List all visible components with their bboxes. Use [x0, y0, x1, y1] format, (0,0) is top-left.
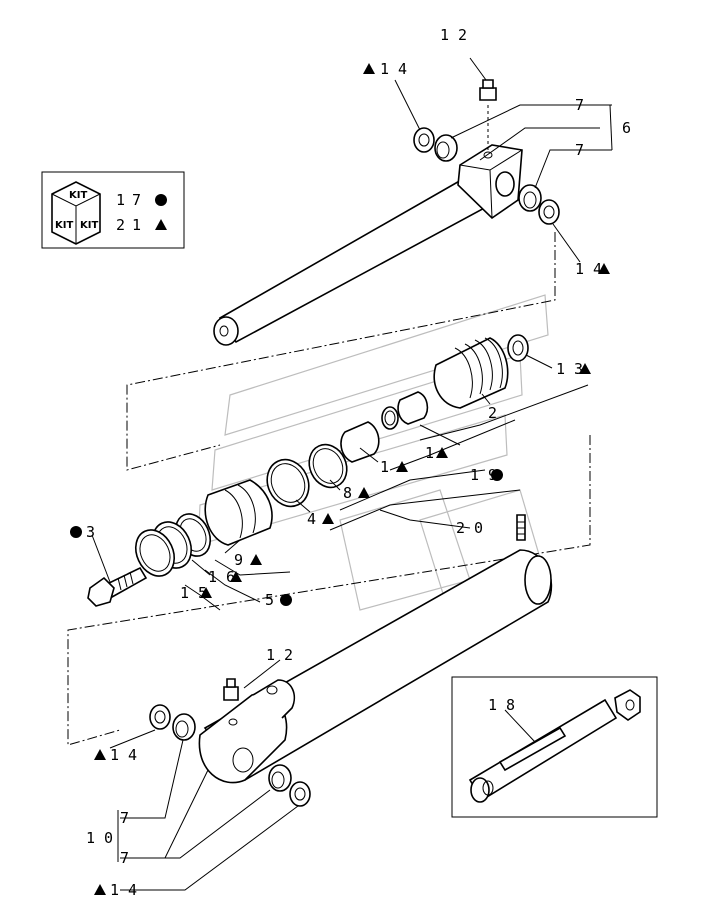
cylinder-barrel	[198, 549, 553, 784]
callout-7-lower-b: 7	[120, 849, 129, 867]
bolt	[87, 566, 148, 607]
kit-row2-symbol: 1	[132, 216, 141, 234]
cylinder-head	[340, 334, 529, 463]
kit-row1-dot-icon	[155, 194, 167, 206]
triangle-marker-icon	[94, 884, 106, 895]
callout-12-bottom: 1 2	[266, 646, 293, 664]
assembly-boundary-lines	[67, 232, 591, 746]
grease-fitting-top	[479, 79, 497, 101]
seal-rings	[266, 443, 348, 508]
callout-7-upper-b: 7	[575, 141, 584, 159]
callout-13: 1 3	[556, 360, 583, 378]
dot-marker-icon	[70, 526, 82, 538]
callout-14-right: 1 4	[575, 260, 602, 278]
callout-2: 2	[488, 404, 497, 422]
piston	[134, 479, 273, 577]
callout-10: 1 0	[86, 829, 113, 847]
callout-3: 3	[86, 523, 95, 541]
callout-12-top: 1 2	[440, 26, 467, 44]
triangle-marker-icon	[396, 461, 408, 472]
kit-label-top: KIT	[69, 190, 87, 201]
kit-label-left: KIT	[55, 220, 73, 231]
kit-row1-number: 1	[116, 191, 125, 209]
complete-cylinder-inset	[451, 676, 658, 818]
callout-1-b: 1	[380, 458, 389, 476]
callout-7-upper-a: 7	[575, 96, 584, 114]
callout-18: 1 8	[488, 696, 515, 714]
callout-6: 6	[622, 119, 631, 137]
callout-8: 8	[343, 484, 352, 502]
dot-marker-icon	[491, 469, 503, 481]
callout-4: 4	[307, 510, 316, 528]
callout-20: 2 0	[456, 519, 483, 537]
leader-lines	[91, 57, 613, 891]
callout-1-a: 1	[425, 444, 434, 462]
triangle-marker-icon	[250, 554, 262, 565]
piston-rod	[213, 105, 523, 346]
grease-fitting-20	[516, 514, 526, 541]
callout-14-left: 1 4	[110, 746, 137, 764]
callout-9: 9	[234, 551, 243, 569]
kit-row1-symbol: 7	[132, 191, 141, 209]
callout-19: 1 9	[470, 466, 497, 484]
callout-14-top: 1 4	[380, 60, 407, 78]
dot-marker-icon	[280, 594, 292, 606]
callout-5: 5	[265, 591, 274, 609]
triangle-marker-icon	[94, 749, 106, 760]
kit-row2-triangle-icon	[155, 219, 167, 230]
kit-label-right: KIT	[80, 220, 98, 231]
callout-14-bottom: 1 4	[110, 881, 137, 899]
kit-legend: KIT KIT KIT 1 7 2 1	[41, 171, 185, 249]
triangle-marker-icon	[322, 513, 334, 524]
part-callouts: 1 2 1 4 7 6 7 1 4 1 3 2 1 1 1 9 8 4 2 0 …	[70, 26, 631, 899]
barrel-eye-bushings	[149, 704, 311, 807]
triangle-marker-icon	[358, 487, 370, 498]
callout-7-lower-a: 7	[120, 809, 129, 827]
rod-eye-bushings	[413, 127, 560, 225]
callout-16: 1 6	[208, 568, 235, 586]
kit-row2-number: 2	[116, 216, 125, 234]
triangle-marker-icon	[363, 63, 375, 74]
